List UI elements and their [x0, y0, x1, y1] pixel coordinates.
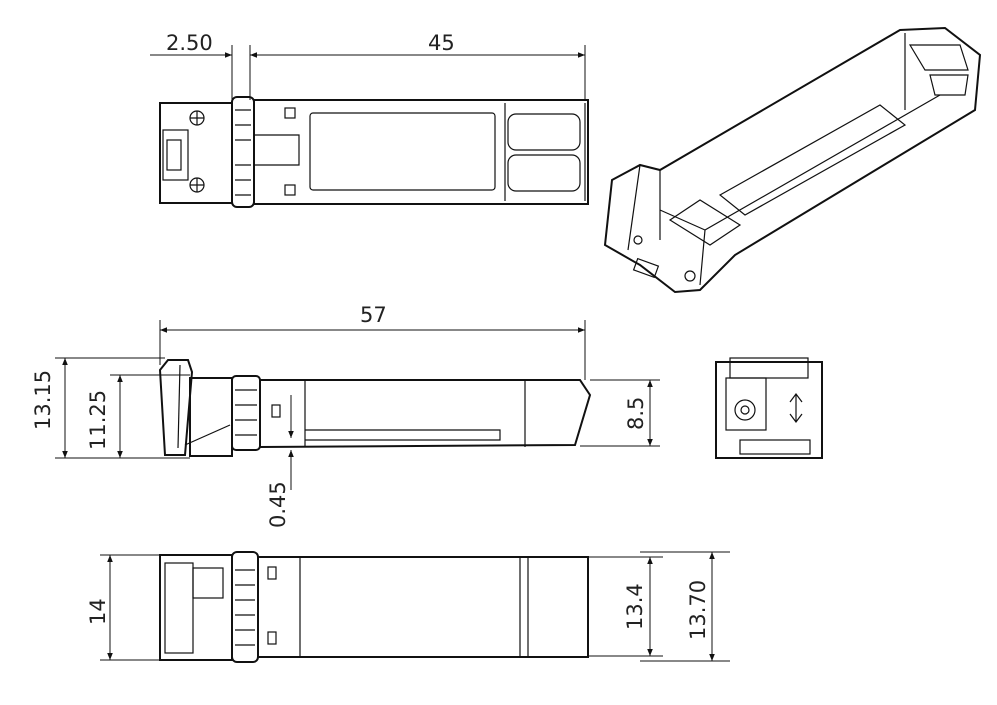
dim-bail-width: 14 — [86, 598, 110, 625]
isometric-view — [603, 26, 982, 294]
dim-gap: 0.45 — [266, 481, 290, 528]
dim-body-length: 45 — [428, 31, 455, 55]
side-view: 57 13.15 11.25 8.5 0.45 — [31, 303, 660, 528]
dim-body-height: 8.5 — [624, 397, 648, 430]
bottom-view: 14 13.4 13.70 — [86, 551, 730, 663]
front-view — [715, 357, 823, 459]
dim-bail-height: 11.25 — [86, 390, 110, 450]
top-view: 2.50 45 — [150, 31, 589, 208]
dim-body-width: 13.4 — [623, 583, 647, 630]
dim-overall-height: 13.15 — [31, 370, 55, 430]
dim-overall-width: 13.70 — [686, 580, 710, 640]
dim-latch-offset: 2.50 — [166, 31, 213, 55]
dim-overall-length: 57 — [360, 303, 387, 327]
